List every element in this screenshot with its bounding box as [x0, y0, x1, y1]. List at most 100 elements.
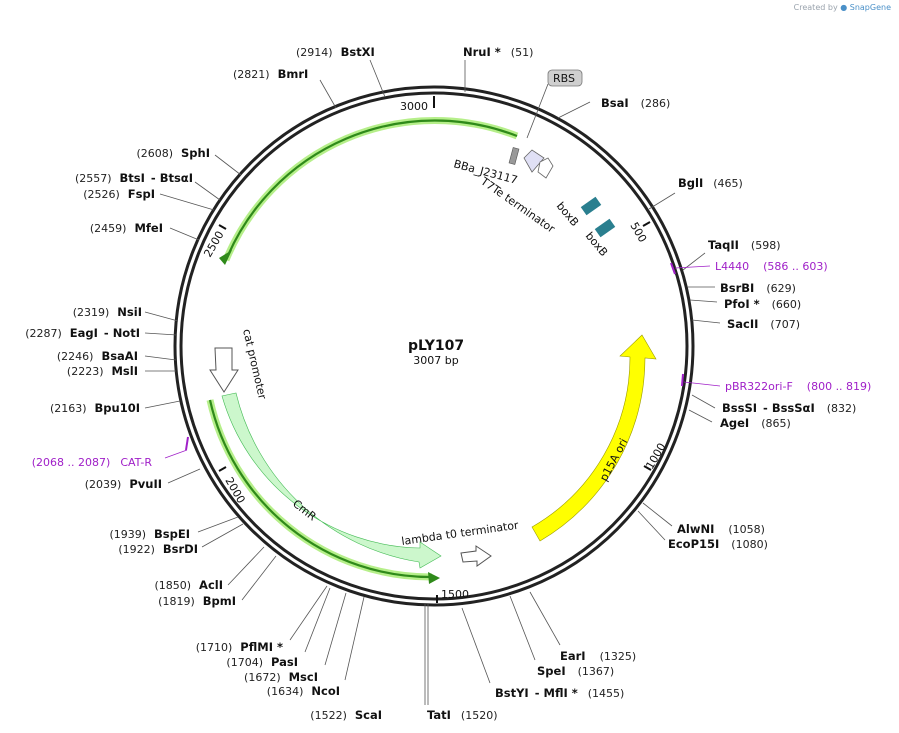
tick-label-3000: 3000 [400, 100, 428, 113]
primer-marks [164, 262, 721, 459]
enzyme-name-spei: SpeI [537, 664, 566, 678]
connector-bstxi [369, 59, 386, 98]
feature-boxb-1 [580, 196, 602, 216]
svg-text:SacII(707): SacII(707) [727, 317, 800, 331]
svg-text:(1522)ScaI: (1522) ScaI [310, 708, 382, 722]
enzyme-name-nsii: NsiI [117, 305, 142, 319]
connector-acli [227, 546, 265, 586]
svg-text:(2223)MslI: (2223) MslI [67, 364, 138, 378]
enzyme-pos-msci: (1672) [244, 671, 281, 684]
svg-text:BsaI(286): BsaI (286) [601, 96, 670, 110]
enzyme-name-taqii: TaqII [708, 238, 739, 252]
enzyme-pos-ncoi: (1634) [267, 685, 304, 698]
svg-text:(1922)BsrDI: (1922)BsrDI [118, 542, 198, 556]
primer-range-cat-r: (2068 .. 2087) [32, 456, 111, 469]
enzyme-pos-bspei: (1939) [109, 528, 146, 541]
feature-bba-arrow [523, 149, 545, 173]
connector-ncoi [344, 596, 365, 681]
svg-text:(2557)BtsI-BtsαI: (2557)BtsI-BtsαI [75, 171, 193, 185]
enzyme-name-noti: NotI [113, 326, 140, 340]
enzyme-name-bpu10i: Bpu10I [95, 401, 140, 415]
connector-msci [324, 592, 347, 666]
primer-range-l4440: (586 .. 603) [763, 260, 828, 273]
feature-cat-promoter-label: cat promoter [240, 328, 269, 401]
enzyme-name-eari: EarI [560, 649, 586, 663]
enzyme-pos-mfei: (2459) [90, 222, 127, 235]
enzyme-pos-nrui: (51) [511, 46, 534, 59]
enzyme-name-msci: MscI [289, 670, 318, 684]
svg-text:(2068 .. 2087)CAT-R: (2068 .. 2087) CAT-R [32, 456, 153, 469]
feature-cmr-label: CmR [290, 497, 319, 523]
svg-text:BglI(465): BglI(465) [678, 176, 743, 190]
feature-top-arc [224, 119, 518, 261]
enzyme-name-mfli: MflI * [544, 686, 578, 700]
svg-text:(1850)AclI: (1850)AclI [154, 578, 223, 592]
svg-text:(2319)NsiI: (2319)NsiI [73, 305, 142, 319]
feature-top-arc-glow [222, 117, 519, 262]
plasmid-name: pLY107 [408, 338, 464, 354]
connector-pasi [304, 587, 331, 653]
connector-bmri [319, 79, 337, 109]
primer-range-pbr322ori-f: (800 .. 819) [807, 380, 872, 393]
enzyme-name-alwni: AlwNI [677, 522, 714, 536]
svg-text:(2821)BmrI: (2821)BmrI [233, 67, 308, 81]
tick-mark-1000 [643, 465, 652, 471]
feature-rbs-box [547, 69, 583, 87]
connector-fspi [159, 193, 215, 211]
enzyme-pos-taqii: (598) [751, 239, 781, 252]
enzyme-name-bstxi: BstXI [341, 45, 375, 59]
svg-text:(2608)SphI: (2608)SphI [136, 146, 210, 160]
enzyme-name-scai: ScaI [355, 708, 382, 722]
svg-text:(1704)PasI: (1704) PasI [226, 655, 298, 669]
svg-text:TatI(1520): TatI(1520) [427, 708, 497, 722]
enzyme-pos-eagi: (2287) [25, 327, 62, 340]
enzyme-name-agei: AgeI [720, 416, 749, 430]
connector-spei [509, 595, 536, 661]
enzyme-pos-fspi: (2526) [83, 188, 120, 201]
svg-text:BssSI-BssSαI(832): BssSI-BssSαI(832) [722, 401, 856, 415]
enzyme-name-bsssi: BssSI [722, 401, 757, 415]
feature-cmr [221, 392, 442, 569]
enzyme-pos-sphi: (2608) [136, 147, 173, 160]
connector-agei [688, 409, 713, 423]
feature-lambda-label: lambda t0 terminator [401, 519, 520, 548]
primer-name-cat-r: CAT-R [120, 456, 152, 469]
enzyme-pos-agei: (865) [761, 417, 791, 430]
feature-boxb-label-1: boxB [554, 200, 582, 229]
backbone-inner-ring [179, 91, 689, 601]
tick-mark-500 [642, 221, 651, 227]
svg-text:(1819)BpmI: (1819)BpmI [158, 594, 236, 608]
tick-mark-2000 [218, 466, 227, 472]
tick-label-1000: 1000 [643, 441, 668, 472]
primer-name-l4440: L4440 [715, 260, 749, 273]
feature-bba-marker [508, 147, 520, 165]
enzyme-name-pasi: PasI [271, 655, 298, 669]
enzyme-name-bspei: BspEI [154, 527, 190, 541]
enzyme-pos-bstxi: (2914) [296, 46, 333, 59]
enzyme-pos-msli: (2223) [67, 365, 104, 378]
enzyme-pos-bsai: (286) [641, 97, 671, 110]
enzyme-name-bsai: BsaI [601, 96, 629, 110]
enzyme-pos-scai: (1522) [310, 709, 347, 722]
connector-bsai [557, 101, 591, 119]
enzyme-name-msli: MslI [111, 364, 138, 378]
primer-mark-l4440 [670, 262, 676, 275]
enzyme-pos-bsrdi: (1922) [118, 543, 155, 556]
svg-text:(1634)NcoI: (1634)NcoI [267, 684, 340, 698]
connector-bsaai [144, 355, 177, 361]
enzyme-pos-alwni: (1058) [728, 523, 765, 536]
connector-bpu10i [144, 400, 181, 409]
feature-lower-arc [208, 399, 433, 579]
enzyme-name-tati: TatI [427, 708, 451, 722]
enzyme-pos-ecop15i: (1080) [731, 538, 768, 551]
connector-alwni [642, 502, 673, 527]
enzyme-pos-pasi: (1704) [226, 656, 263, 669]
enzyme-name-acli: AclI [199, 578, 223, 592]
svg-text:NruI *(51): NruI *(51) [463, 45, 533, 59]
enzyme-connector-lines [144, 59, 721, 705]
scale-ticks [218, 96, 652, 603]
svg-text:PfoI *(660): PfoI *(660) [724, 297, 801, 311]
svg-text:AlwNI(1058): AlwNI (1058) [677, 522, 765, 536]
feature-rbs-label: RBS [553, 72, 575, 85]
